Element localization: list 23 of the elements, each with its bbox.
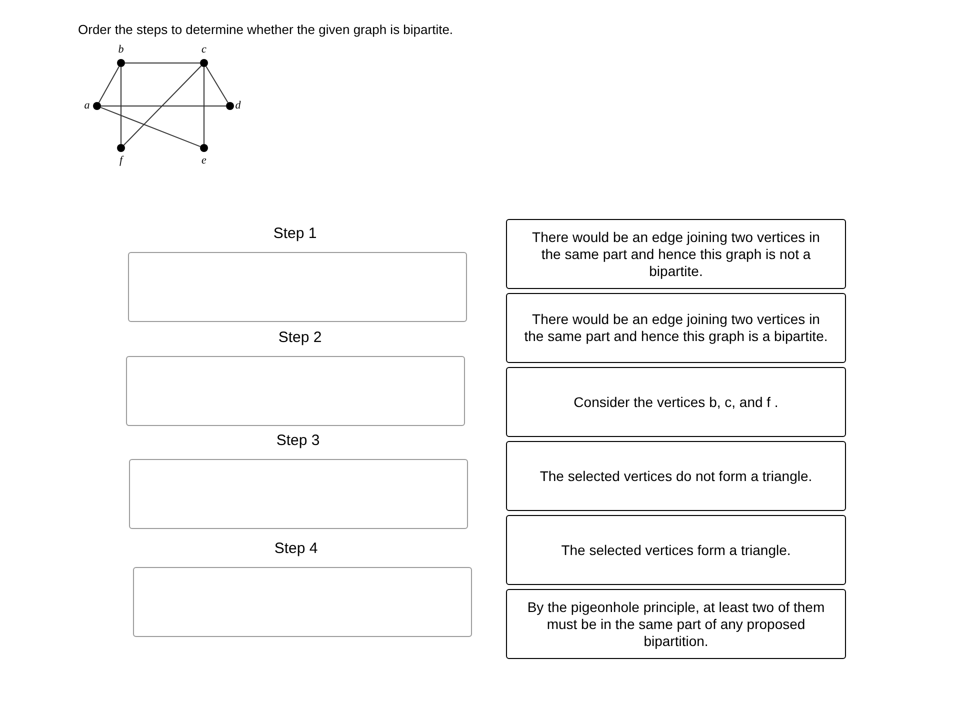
answer-card: The selected vertices form a triangle. [506, 515, 846, 585]
step-label: Step 3 [276, 431, 320, 451]
vertex-label: d [235, 100, 241, 112]
answer-card: The selected vertices do not form a triangle. [506, 441, 846, 511]
graph-edge [123, 65, 202, 146]
answer-card: By the pigeonhole principle, at least two of them must be in the same part of any proposed bipartition. [506, 589, 846, 659]
step-label: Step 1 [273, 224, 317, 244]
graph-edge [100, 106, 201, 148]
graph-edge [124, 62, 200, 64]
step-label: Step 4 [274, 539, 318, 559]
graph-edge [98, 66, 120, 103]
vertex-label: e [202, 156, 206, 166]
vertex-label: c [202, 44, 206, 56]
instruction-text: Order the steps to determine whether the given graph is bipartite. [78, 21, 454, 39]
answer-card: There would be an edge joining two vertices in the same part and hence this graph is not a bipartite. [506, 219, 846, 289]
vertex-label: f [119, 156, 123, 166]
graph-edge [206, 66, 228, 104]
vertex-label: b [118, 44, 124, 56]
answer-card: Consider the vertices b, c, and f . [506, 367, 846, 437]
step-label: Step 2 [278, 328, 322, 348]
graph-edge [120, 66, 122, 144]
answer-card: There would be an edge joining two vertices in the same part and hence this graph is a bipartite. [506, 293, 846, 363]
vertex-label: a [84, 100, 90, 112]
